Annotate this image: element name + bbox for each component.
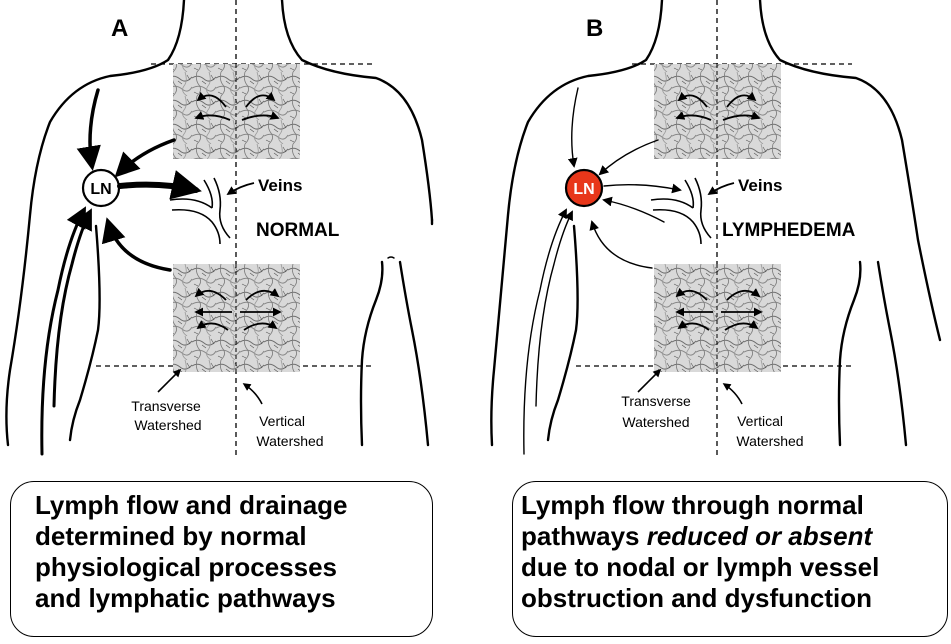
caption-line: due to nodal or lymph vessel xyxy=(521,552,947,583)
caption-line: obstruction and dysfunction xyxy=(521,583,947,614)
panel-letter: B xyxy=(586,15,603,42)
lymph-node-label: LN xyxy=(573,181,594,198)
state-label: NORMAL xyxy=(256,220,340,241)
panel-letter: A xyxy=(111,15,128,42)
panel-normal: A xyxy=(6,0,432,455)
veins-label: Veins xyxy=(738,176,782,195)
lymph-node-label: LN xyxy=(90,181,111,198)
veins-pointer xyxy=(709,183,734,194)
caption-lymphedema: Lymph flow through normal pathways reduc… xyxy=(512,481,948,637)
caption-line: and lymphatic pathways xyxy=(35,583,432,614)
caption-normal: Lymph flow and drainage determined by no… xyxy=(10,481,433,637)
veins-shape xyxy=(651,178,711,244)
vertical-label: Vertical Watershed xyxy=(736,413,803,449)
transverse-label: Transverse Watershed xyxy=(621,393,694,430)
caption-line: Lymph flow and drainage xyxy=(35,490,432,521)
veins-pointer xyxy=(228,183,254,194)
caption-line-mixed: pathways reduced or absent xyxy=(521,521,947,552)
caption-emphasis: reduced or absent xyxy=(647,521,872,551)
vertical-label: Vertical Watershed xyxy=(256,413,323,449)
caption-text: pathways xyxy=(521,521,647,551)
caption-line: Lymph flow through normal xyxy=(521,490,947,521)
veins-label: Veins xyxy=(258,176,302,195)
caption-line: determined by normal xyxy=(35,521,432,552)
panel-lymphedema: B xyxy=(491,0,940,455)
caption-line: physiological processes xyxy=(35,552,432,583)
state-label: LYMPHEDEMA xyxy=(722,220,856,241)
transverse-pointer xyxy=(638,370,660,392)
transverse-pointer xyxy=(158,370,180,392)
transverse-label: Transverse Watershed xyxy=(131,398,204,433)
vertical-pointer xyxy=(244,384,262,404)
vertical-pointer xyxy=(724,384,742,404)
